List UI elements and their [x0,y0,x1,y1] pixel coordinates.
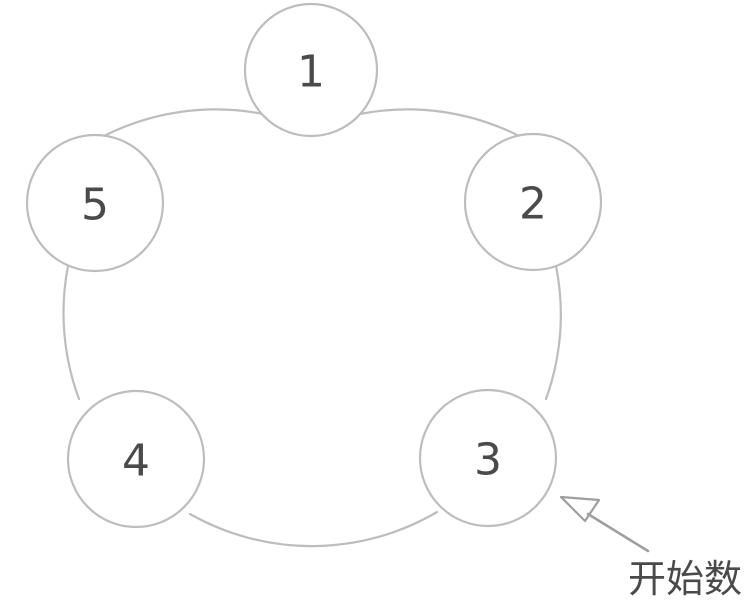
node-2-circle[interactable] [463,132,603,272]
ring-edges [62,108,562,548]
node-2-label: 2 [519,179,547,230]
edge-3-4 [188,510,439,548]
node-4-circle[interactable] [66,389,206,529]
node-3-circle[interactable] [418,388,558,528]
edge-5-1 [100,108,265,139]
edge-2-3 [544,264,562,401]
node-5[interactable]: 5 [25,133,165,273]
node-4[interactable]: 4 [66,389,206,529]
node-2[interactable]: 2 [463,132,603,272]
node-1[interactable]: 1 [243,2,379,138]
start-annotation-label: 开始数 [628,557,742,601]
start-annotation-arrow [559,495,650,553]
arrow-head-outline [559,495,601,523]
edge-4-5 [62,264,81,401]
edge-1-2 [358,108,525,140]
node-5-label: 5 [81,180,109,231]
node-1-label: 1 [297,47,325,98]
node-4-label: 4 [122,436,150,487]
arrow-shaft-line [586,512,650,553]
node-3[interactable]: 3 [418,388,558,528]
node-1-circle[interactable] [243,2,379,138]
node-3-label: 3 [474,435,502,486]
node-5-circle[interactable] [25,133,165,273]
